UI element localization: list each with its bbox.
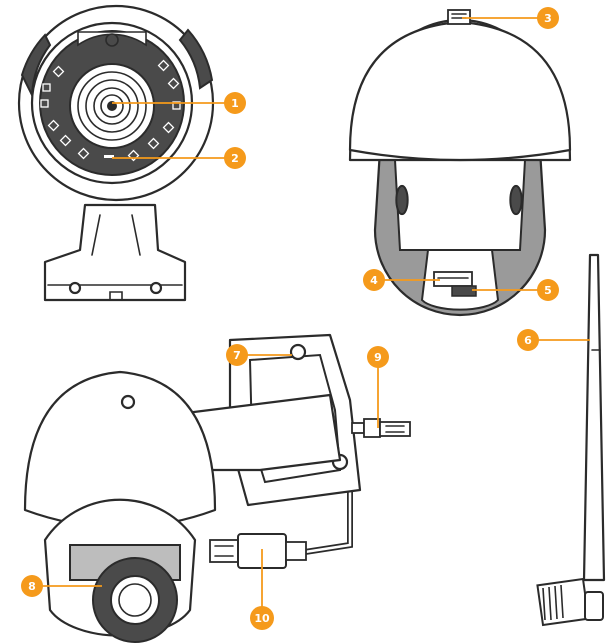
callout-7-label: 7 [233, 349, 241, 362]
light-sensor [105, 33, 119, 47]
callout-7: 7 [226, 344, 248, 366]
camera-rear-view [348, 9, 572, 317]
dome-cover [348, 20, 572, 162]
reset-button [451, 285, 477, 297]
callout-10-marker [250, 606, 274, 630]
callout-6: 6 [517, 329, 539, 351]
antenna-part [536, 253, 606, 627]
callout-8: 8 [21, 575, 43, 597]
usb-plug [209, 539, 239, 563]
callout-4-label: 4 [370, 274, 378, 287]
mounted-camera-assembly [23, 333, 411, 643]
wall-mount-base [43, 203, 187, 302]
callout-3: 3 [537, 7, 559, 29]
callout-1-label: 1 [231, 97, 239, 110]
antenna-rod [582, 253, 606, 582]
callout-1: 1 [224, 92, 246, 114]
callout-5: 5 [537, 279, 559, 301]
ir-leds [40, 59, 181, 162]
camera-front-view [17, 4, 215, 302]
callout-3-label: 3 [544, 12, 552, 25]
callout-9: 9 [367, 346, 389, 368]
callout-5-marker [537, 279, 559, 301]
callout-10-label: 10 [254, 612, 270, 625]
callout-3-marker [537, 7, 559, 29]
callout-6-marker [517, 329, 539, 351]
callout-9-marker [367, 346, 389, 368]
callout-2-marker [224, 147, 246, 169]
callout-8-marker [21, 575, 43, 597]
callout-4-marker [363, 269, 385, 291]
callout-4: 4 [363, 269, 385, 291]
mount-screw-right [149, 281, 163, 295]
microphone [104, 155, 114, 158]
mount-screw-left [68, 281, 82, 295]
sd-card-slot [433, 271, 473, 287]
callout-1-marker [224, 92, 246, 114]
callout-6-label: 6 [524, 334, 532, 347]
callout-9-label: 9 [374, 351, 382, 364]
callout-5-label: 5 [544, 284, 552, 297]
callout-2-label: 2 [231, 152, 239, 165]
antenna-connector [447, 9, 471, 25]
callout-8-label: 8 [28, 580, 36, 593]
callout-10: 10 [250, 606, 274, 630]
callout-2: 2 [224, 147, 246, 169]
callout-7-marker [226, 344, 248, 366]
